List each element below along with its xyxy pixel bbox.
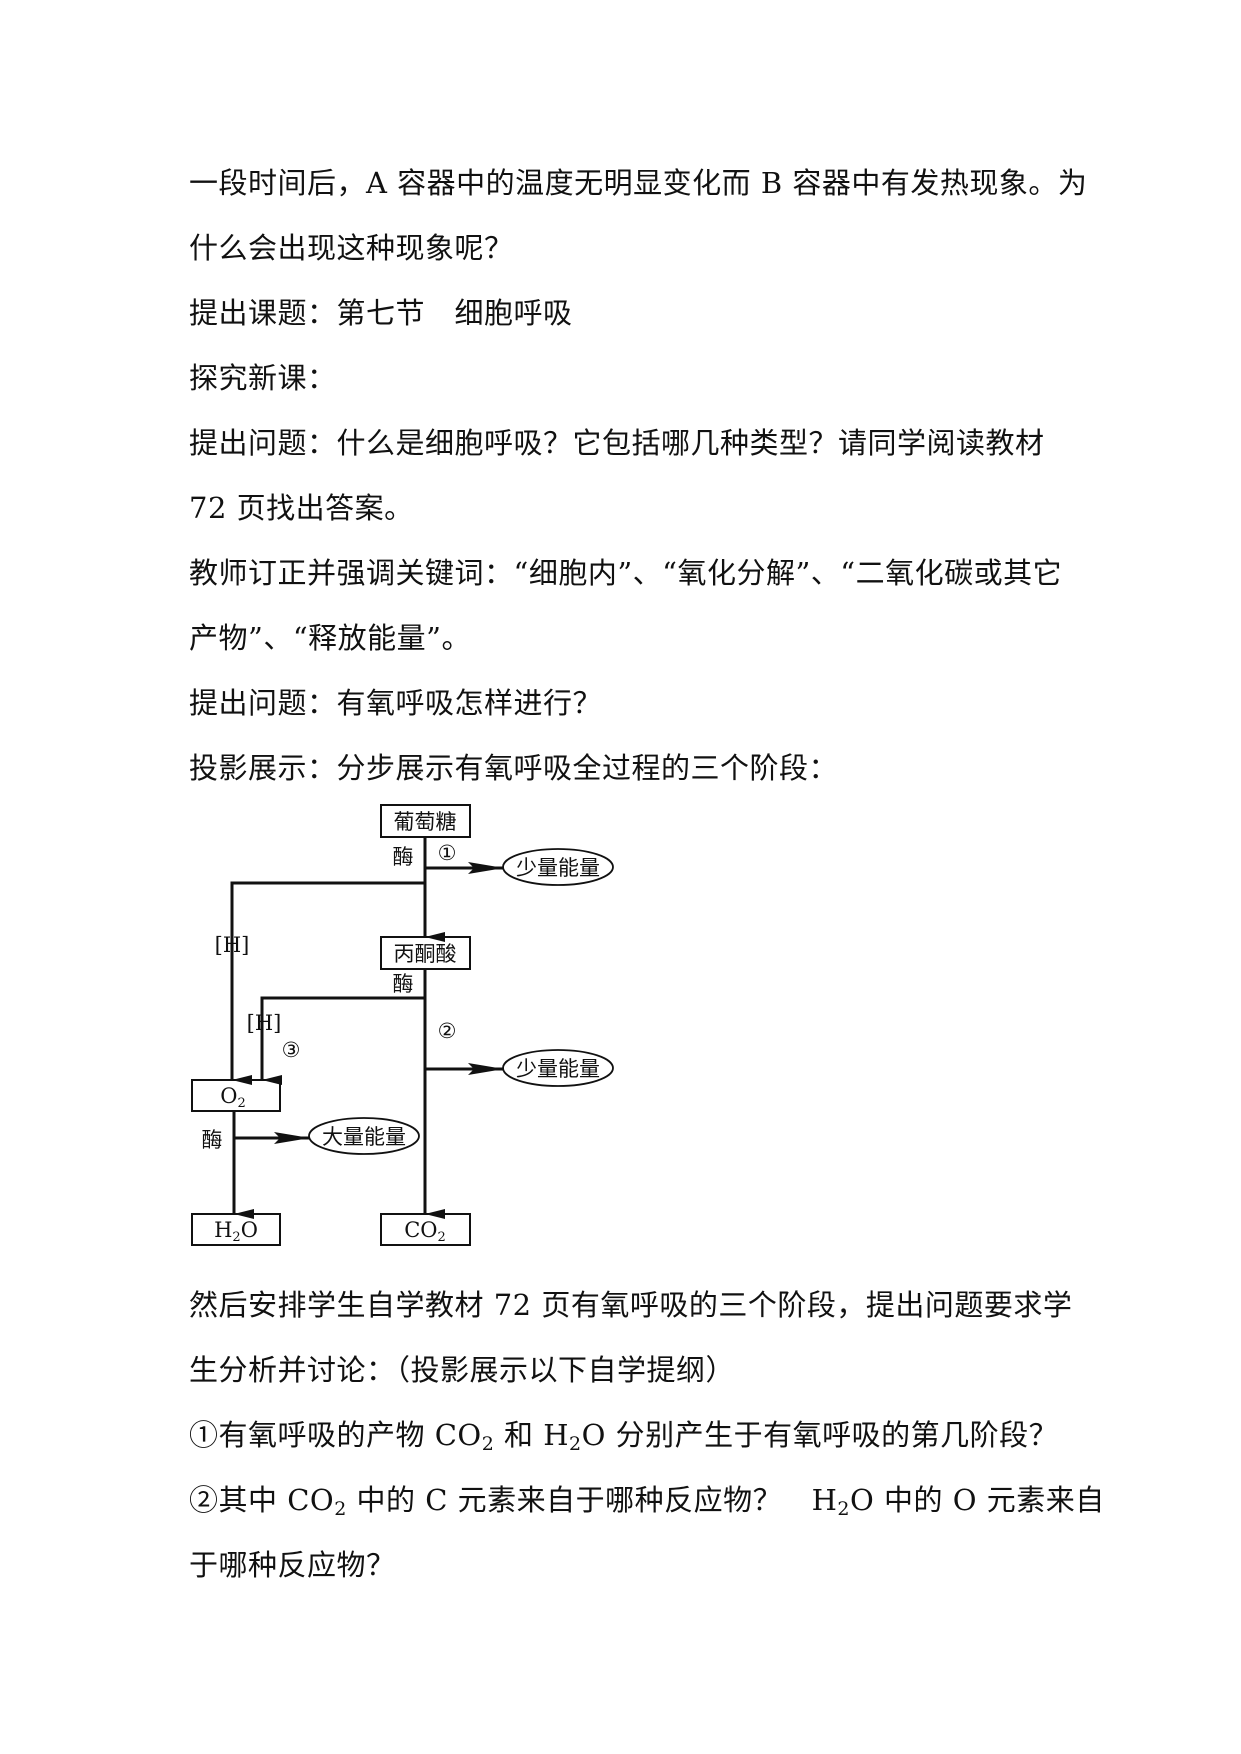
step-marker-2: ②: [438, 1019, 457, 1043]
small-energy-oval-2: [502, 1049, 614, 1087]
step-marker-3: ③: [282, 1038, 301, 1062]
question-2-part-c: O 中的 O 元素来自: [850, 1483, 1105, 1517]
question-1-part-c: O 分别产生于有氧呼吸的第几阶段？: [581, 1418, 1059, 1452]
text-line-6: 72 页找出答案。: [189, 491, 414, 525]
pyruvate-label: 丙酮酸: [394, 942, 457, 966]
glucose-label: 葡萄糖: [394, 810, 457, 834]
question-1-sub-b: 2: [569, 1433, 582, 1455]
text-line-7: 教师订正并强调关键词：“细胞内”、“氧化分解”、“二氧化碳或其它: [189, 556, 1063, 590]
large-energy-oval: [308, 1117, 420, 1155]
enzyme-label-2: 酶: [393, 972, 414, 996]
co2-label: CO2: [404, 1218, 446, 1245]
question-2: ②其中 CO2 中的 C 元素来自于哪种反应物？ H2O 中的 O 元素来自: [189, 1480, 1105, 1520]
text-line-11: 然后安排学生自学教材 72 页有氧呼吸的三个阶段，提出问题要求学: [189, 1288, 1073, 1322]
text-line-1: 一段时间后，A 容器中的温度无明显变化而 B 容器中有发热现象。为: [189, 166, 1088, 200]
small-energy-label-2: 少量能量: [516, 1057, 600, 1081]
question-2-part-b: 中的 C 元素来自于哪种反应物？ H: [346, 1483, 838, 1517]
small-energy-oval-1: [502, 848, 614, 886]
text-line-8: 产物”、“释放能量”。: [189, 621, 471, 655]
question-2-sub-b: 2: [837, 1498, 851, 1520]
small-energy-label-1: 少量能量: [516, 856, 600, 880]
section-heading: 探究新课：: [189, 361, 337, 395]
enzyme-label-1: 酶: [393, 845, 414, 869]
enzyme-label-3: 酶: [202, 1128, 223, 1152]
text-line-12: 生分析并讨论：（投影展示以下自学提纲）: [189, 1353, 736, 1387]
h2o-label: H2O: [214, 1218, 258, 1245]
question-1: ①有氧呼吸的产物 CO2 和 H2O 分别产生于有氧呼吸的第几阶段？: [189, 1415, 1058, 1455]
h-label-1: [H]: [215, 933, 250, 957]
question-1-part-a: ①有氧呼吸的产物 CO: [189, 1418, 482, 1452]
h-branch-1: [230, 881, 425, 1085]
step-marker-1: ①: [438, 841, 457, 865]
question-2-continued: 于哪种反应物？: [189, 1548, 396, 1582]
large-energy-label: 大量能量: [322, 1125, 406, 1149]
question-1-sub-a: 2: [481, 1433, 495, 1455]
o2-label: O2: [220, 1084, 246, 1111]
text-line-10: 投影展示：分步展示有氧呼吸全过程的三个阶段：: [189, 751, 839, 785]
lesson-title: 提出课题：第七节 细胞呼吸: [189, 296, 573, 330]
question-2-sub-a: 2: [334, 1498, 347, 1520]
h-branch-2: [260, 996, 425, 1085]
text-line-2: 什么会出现这种现象呢？: [189, 231, 514, 265]
question-2-part-a: ②其中 CO: [189, 1483, 335, 1517]
text-line-5: 提出问题：什么是细胞呼吸？它包括哪几种类型？请同学阅读教材: [189, 426, 1045, 460]
h-label-2: [H]: [247, 1011, 282, 1035]
text-line-9: 提出问题：有氧呼吸怎样进行？: [189, 686, 603, 720]
question-1-part-b: 和 H: [494, 1418, 570, 1452]
